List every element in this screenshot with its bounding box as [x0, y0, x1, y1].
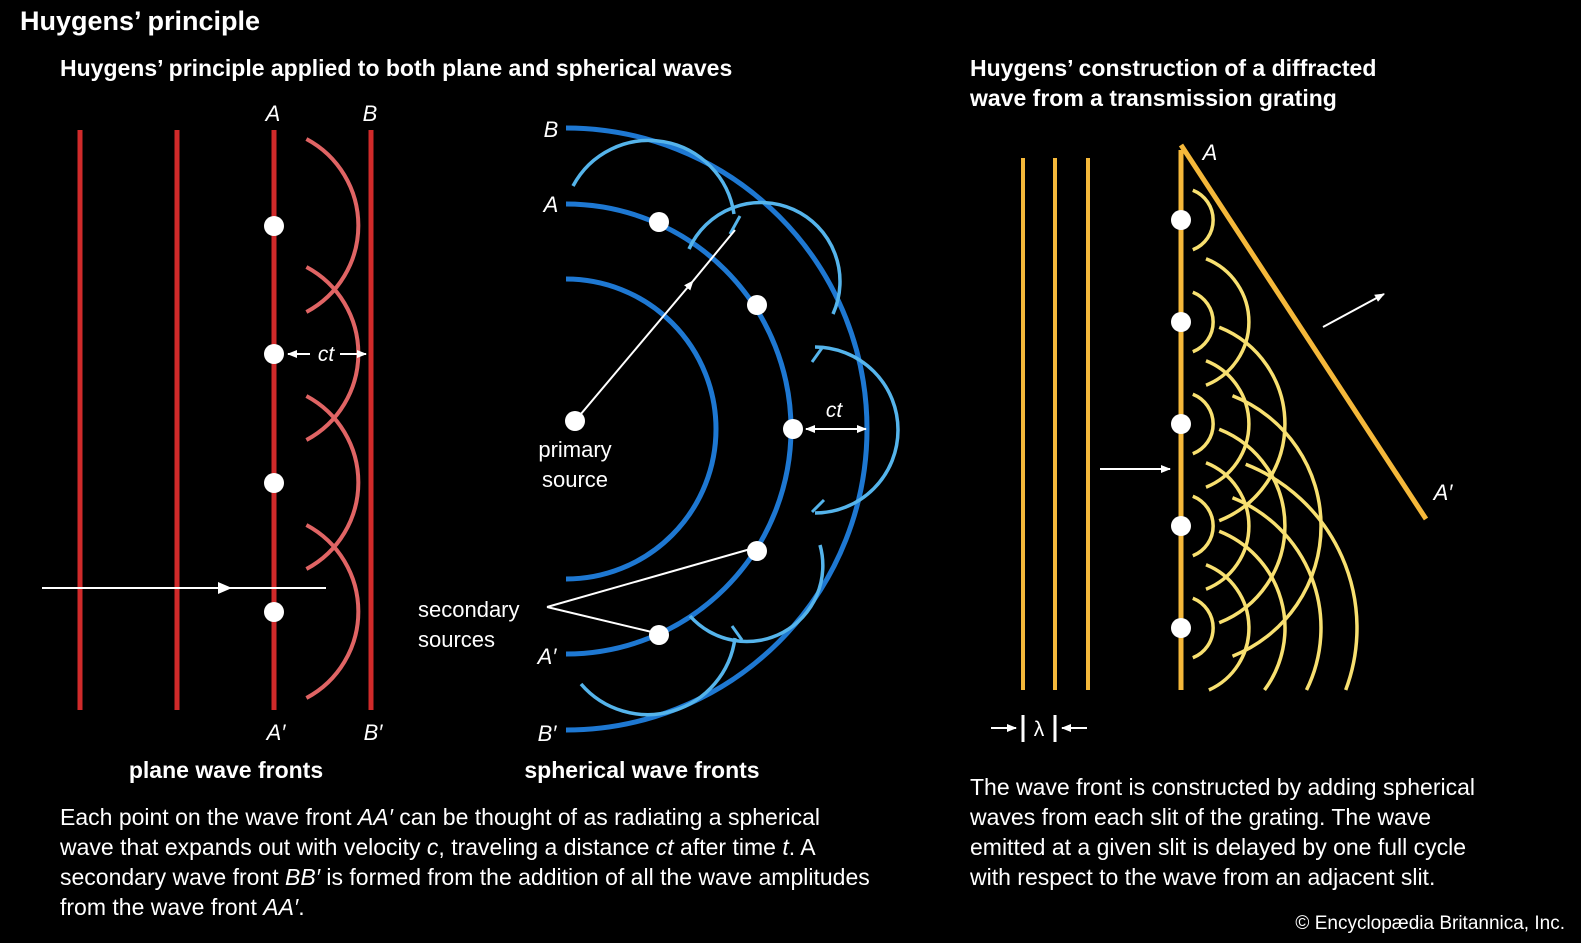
plane-ct-label: ct — [318, 343, 336, 366]
plane-label-A: A — [264, 101, 281, 126]
primary-source-dot — [565, 411, 585, 431]
right-subtitle-line1: Huygens’ construction of a diffracted — [970, 55, 1377, 81]
grating-wavelets — [1192, 188, 1359, 692]
plane-wavelets — [305, 137, 361, 700]
sph-label-B: B — [544, 117, 559, 142]
sph-label-B-prime: B′ — [538, 721, 558, 746]
sph-label-A-prime: A′ — [536, 644, 558, 669]
grating-diagram: λ A A′ — [991, 140, 1453, 742]
description-segment: Each point on the wave front — [60, 804, 358, 830]
plane-label-A-prime: A′ — [265, 720, 287, 745]
plane-label-B: B — [363, 101, 378, 126]
description-segment: c — [426, 834, 439, 860]
lambda-label: λ — [1034, 718, 1045, 741]
description-segment: . A secondary wave front — [60, 834, 815, 890]
sph-ct-label: ct — [826, 399, 844, 422]
diffracted-front — [1178, 143, 1429, 521]
grating-label-A-prime: A′ — [1432, 480, 1454, 505]
description-segment: , traveling a distance — [438, 834, 656, 860]
secondary-sources-label-1: secondary — [418, 597, 520, 622]
description-segment: ct — [655, 834, 674, 860]
grating-wavelet-arc — [1205, 563, 1251, 692]
plane-caption: plane wave fronts — [129, 757, 323, 783]
plane-label-B-prime: B′ — [364, 720, 384, 745]
grating-wavelet-arc — [1218, 427, 1287, 625]
incident-ray-arrowhead — [218, 582, 232, 594]
radius-line — [692, 229, 736, 282]
description-segment: BB′ — [285, 864, 321, 890]
grating-wavelet-arc — [1218, 529, 1287, 692]
description-segment: t — [782, 834, 789, 860]
right-subtitle-line2: wave from a transmission grating — [970, 85, 1337, 111]
secondary-pointer-1 — [546, 547, 755, 608]
grating-incident-fronts — [1021, 158, 1090, 690]
wavelet-ticks — [728, 215, 826, 641]
grating-wavelet-arc — [1192, 494, 1215, 558]
primary-source-label-2: source — [542, 467, 608, 492]
grating-wavelet-arc — [1192, 596, 1215, 660]
grating-wavelet-arc — [1231, 394, 1323, 658]
grating-wavelet-arc — [1218, 325, 1287, 523]
description-segment: AA′ — [263, 894, 299, 920]
spherical-wavelets — [571, 138, 900, 717]
spherical-caption: spherical wave fronts — [524, 757, 759, 783]
right-description: The wave front is constructed by adding … — [970, 774, 1475, 890]
description-segment: is formed from the addition of all the w… — [60, 864, 870, 920]
grating-wavelet-arc — [1192, 290, 1215, 354]
radius-arrow — [574, 280, 694, 422]
description-segment: can be thought of as radiating a spheric… — [60, 804, 820, 860]
secondary-sources-label-2: sources — [418, 627, 495, 652]
slit-sources — [1171, 210, 1191, 638]
left-subtitle: Huygens’ principle applied to both plane… — [60, 55, 733, 81]
plane-secondary-sources — [264, 216, 284, 622]
description-segment: after time — [673, 834, 783, 860]
spherical-sources — [565, 212, 803, 645]
plane-wave-diagram: A B A′ B′ ct plane wave fronts — [42, 101, 383, 783]
right-subtitle: Huygens’ construction of a diffracted wa… — [970, 53, 1376, 113]
spherical-wave-diagram: B A A′ B′ ct primary source secondary so… — [418, 117, 900, 783]
copyright: © Encyclopædia Britannica, Inc. — [1295, 913, 1565, 934]
sph-label-A: A — [542, 192, 559, 217]
grating-wavelet-arc — [1245, 462, 1359, 691]
main-title: Huygens’ principle — [20, 6, 261, 36]
grating-wavelet-arc — [1192, 188, 1215, 252]
grating-wavelet-arc — [1192, 392, 1215, 456]
description-segment: . — [298, 894, 305, 920]
grating-label-A: A — [1201, 140, 1218, 165]
primary-source-label-1: primary — [538, 437, 611, 462]
diffracted-direction-arrow — [1322, 293, 1385, 328]
left-description: Each point on the wave front AA′ can be … — [60, 802, 880, 922]
description-segment: AA′ — [357, 804, 393, 830]
secondary-pointer-2 — [546, 606, 657, 634]
grating-wavelet-arc — [1231, 496, 1323, 691]
